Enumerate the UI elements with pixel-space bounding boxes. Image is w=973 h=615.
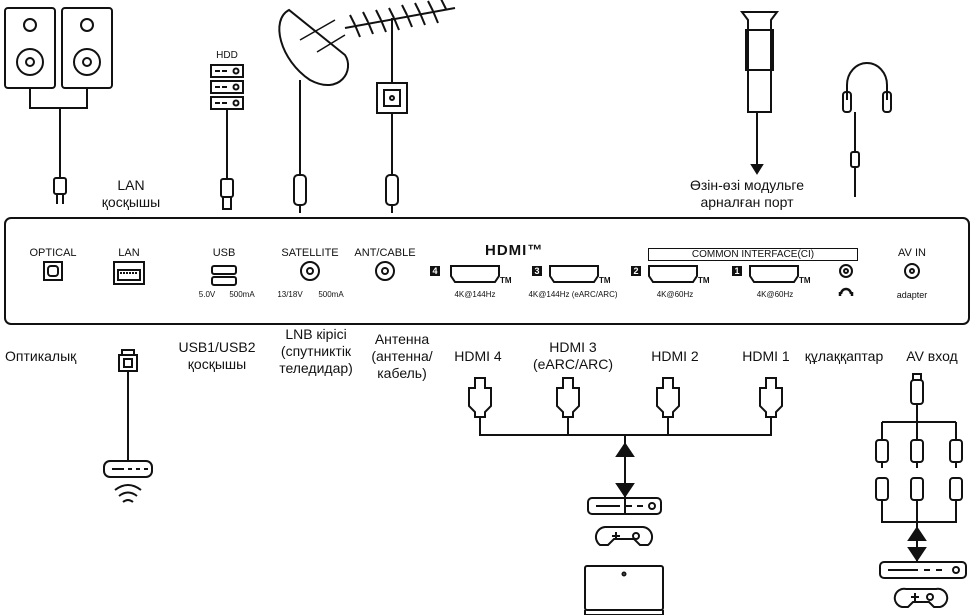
hdmi4-number: 4 <box>430 266 440 276</box>
antenna-label: Антенна(антенна/кабель) <box>371 331 433 381</box>
hdmi3-label: HDMI 3(eARC/ARC) <box>532 339 614 372</box>
optical-cable-icon <box>103 349 153 503</box>
laptop-icon <box>584 565 664 611</box>
satellite-dish-icon <box>278 8 350 213</box>
hdmi2-tm: TM <box>698 276 710 285</box>
lan-port <box>113 261 145 285</box>
ant-cable-label: ANT/CABLE <box>354 247 416 259</box>
headphone-symbol-icon <box>838 287 854 296</box>
optical-label: OPTICAL <box>29 247 77 259</box>
adapter-label: adapter <box>896 290 928 300</box>
hdmi2-label: HDMI 2 <box>651 348 699 364</box>
hdmi4-tm: TM <box>500 276 512 285</box>
headphones-icon <box>842 62 892 197</box>
usb-port-1 <box>211 265 237 275</box>
usb-port-2 <box>211 276 237 286</box>
sat-voltage: 13/18V <box>277 290 303 299</box>
av-in-label: AV IN <box>898 247 926 259</box>
hdmi3-spec: 4K@144Hz (eARC/ARC) <box>528 290 618 299</box>
hdmi2-spec: 4K@60Hz <box>656 290 694 299</box>
ant-cable-port <box>375 261 395 281</box>
hdmi4-port <box>450 265 500 283</box>
hdmi2-port <box>648 265 698 283</box>
hdmi3-plug-icon <box>556 377 580 418</box>
usb-voltage: 5.0V <box>198 290 216 299</box>
hdd-label: HDD <box>216 50 238 61</box>
av-label: AV вход <box>906 348 958 364</box>
hdmi4-plug-icon <box>468 377 492 418</box>
av-cable-icon <box>875 373 967 608</box>
tv-back-panel <box>4 217 970 325</box>
wifi-icon <box>114 484 142 503</box>
hdmi-logo: HDMI™ <box>485 242 544 259</box>
lan-label: LAN <box>118 247 140 259</box>
hdmi1-plug-icon <box>759 377 783 418</box>
ci-module-icon <box>740 11 779 175</box>
common-interface-label: COMMON INTERFACE(CI) <box>648 248 858 261</box>
hdmi1-tm: TM <box>799 276 811 285</box>
tv-antenna-icon <box>344 0 456 213</box>
hdd-icon <box>210 64 244 210</box>
hdmi1-spec: 4K@60Hz <box>756 290 794 299</box>
speakers-icon <box>4 7 113 204</box>
headphone-port <box>839 264 853 278</box>
hdmi2-number: 2 <box>631 266 641 276</box>
sat-current: 500mA <box>318 290 344 299</box>
router-icon <box>103 460 153 478</box>
hdmi1-label: HDMI 1 <box>742 348 790 364</box>
hdmi1-port <box>749 265 799 283</box>
hdmi3-number: 3 <box>532 266 542 276</box>
usb-current: 500mA <box>229 290 255 299</box>
hdmi1-number: 1 <box>732 266 742 276</box>
hdmi2-plug-icon <box>656 377 680 418</box>
set-top-box-icon <box>587 497 662 515</box>
av-set-top-box-icon <box>879 561 967 579</box>
optical-port <box>43 261 63 281</box>
hdmi3-tm: TM <box>599 276 611 285</box>
usb-label: USB <box>212 247 236 259</box>
headphones-label: құлаққаптар <box>804 348 884 364</box>
av-gamepad-icon <box>893 587 949 608</box>
satellite-port <box>300 261 320 281</box>
optical-bottom-label: Оптикалық <box>5 348 77 364</box>
hdmi4-spec: 4K@144Hz <box>454 290 496 299</box>
av-in-port <box>904 263 920 279</box>
satellite-label: SATELLITE <box>281 247 339 259</box>
hdmi4-label: HDMI 4 <box>454 348 502 364</box>
hdmi3-port <box>549 265 599 283</box>
